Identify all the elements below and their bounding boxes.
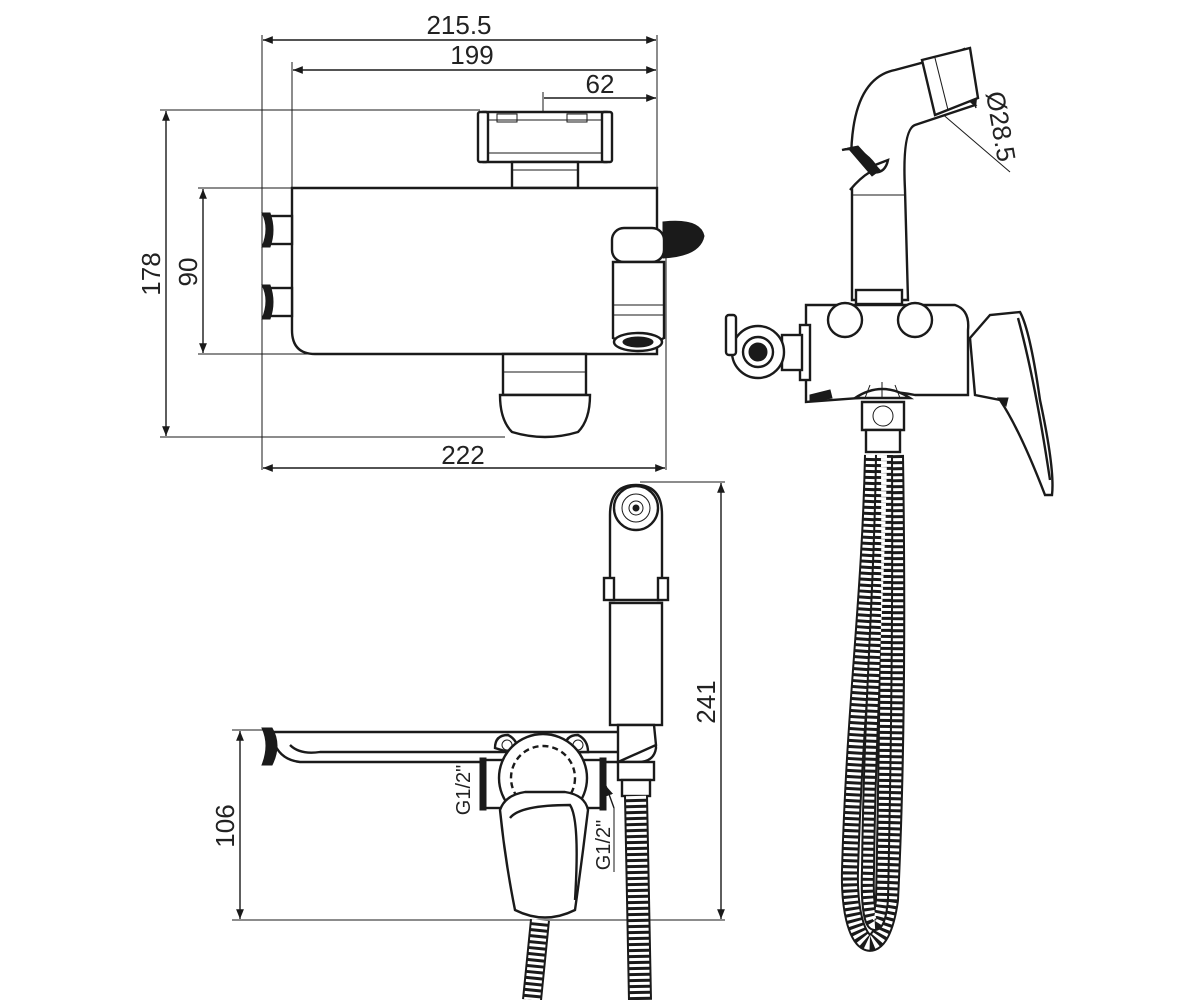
hand-sprayer-side: [841, 46, 980, 306]
note-inlet-thread: G1/2": [453, 765, 475, 815]
dim-body-width: 199: [450, 40, 493, 70]
top-handle: [476, 110, 614, 190]
wall-connectors: [261, 212, 294, 320]
dim-sprayer-diameter: Ø28.5: [980, 89, 1022, 164]
shower-connector-top: [610, 220, 705, 353]
hand-sprayer-front: [602, 483, 670, 764]
hose-connector-front: [616, 760, 656, 798]
holder-ring: [724, 313, 812, 382]
side-view: Ø28.5: [724, 46, 1054, 952]
dim-outlet-height: 106: [210, 804, 240, 847]
mixer-body-side: [804, 301, 970, 404]
mixer-body-front: [479, 732, 607, 919]
front-view: 106 241: [210, 481, 725, 1000]
lever-handle-side: [968, 310, 1054, 497]
mixer-body-top: [290, 186, 659, 356]
note-hose-thread: G1/2": [593, 820, 615, 870]
dim-overall-width: 215.5: [426, 10, 491, 40]
dim-handle-offset: 62: [586, 69, 615, 99]
dim-spout-length: 222: [441, 440, 484, 470]
dim-total-depth: 178: [136, 252, 166, 295]
dim-holder-height: 241: [691, 680, 721, 723]
hose-connector-side: [860, 400, 906, 454]
hose-side: [840, 454, 906, 952]
spout-outlet-top: [498, 352, 592, 439]
top-view: 215.5 199 62 222 178 90: [136, 10, 705, 472]
dim-body-height: 90: [173, 258, 203, 287]
hose-front: [522, 795, 652, 1000]
